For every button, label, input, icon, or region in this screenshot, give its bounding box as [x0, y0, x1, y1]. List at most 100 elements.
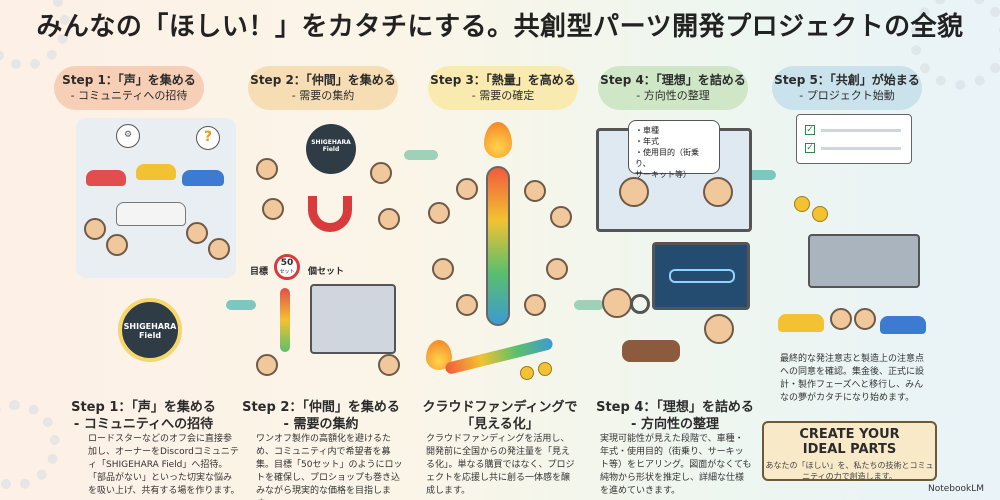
step-5-pill-title: Step 5：「共創」が始まる	[774, 73, 920, 87]
step-4-heading: Step 4：「理想」を詰める - 方向性の整理	[590, 399, 760, 433]
step-4-heading-line2: - 方向性の整理	[631, 417, 719, 432]
person-icon	[378, 208, 400, 230]
step-2-pill-title: Step 2：「仲間」を集める	[250, 73, 396, 87]
target-left-label: 目標	[250, 267, 269, 277]
brand-line-1: SHIGEHARA	[311, 139, 351, 146]
person-icon	[704, 314, 734, 344]
step-4-illustration: ・車種 ・年式 ・使用目的（街乗り、 サーキット等）	[594, 118, 756, 380]
part-blueprint-icon	[669, 269, 735, 283]
step-3-heading: クラウドファンディングで 「見える化」	[414, 399, 586, 433]
progress-gauge	[280, 288, 290, 352]
gear-icon	[0, 0, 70, 70]
step-1-heading: Step 1：「声」を集める - コミュニティへの招待	[56, 399, 231, 433]
banner-subtitle: あなたの「ほしい」を、私たちの技術とコミュニティの力で創造します。	[765, 461, 934, 481]
person-icon	[256, 354, 278, 376]
document-line	[821, 129, 901, 132]
person-icon	[456, 294, 478, 316]
step-1-illustration: ⚙ ?	[76, 118, 236, 278]
step-1-pill-title: Step 1：「声」を集める	[62, 73, 196, 87]
step-4-body: 実現可能性が見えた段階で、車種・年式・使用目的（街乗り、サーキット等）をヒアリン…	[600, 434, 752, 496]
brand-line-2: Field	[138, 331, 162, 340]
bubble-item: ・使用目的（街乗り、	[635, 148, 699, 168]
step-1-heading-line1: Step 1：「声」を集める	[71, 400, 216, 415]
bubble-item: サーキット等）	[635, 170, 691, 179]
step-3-pill: Step 3：「熱量」を高める - 需要の確定	[428, 66, 578, 110]
step-4-pill: Step 4：「理想」を詰める - 方向性の整理	[598, 66, 748, 110]
person-icon	[432, 258, 454, 280]
step-2-heading: Step 2：「仲間」を集める - 需要の集約	[236, 399, 406, 433]
shigehara-field-logo: SHIGEHARA Field	[118, 298, 182, 362]
target-count: 50	[280, 258, 294, 268]
cad-monitor	[652, 242, 750, 310]
car-icon	[116, 202, 186, 226]
step-1-pill: Step 1：「声」を集める - コミュニティへの招待	[54, 66, 204, 110]
magnifier-icon	[630, 294, 650, 314]
step-2-heading-line2: - 需要の集約	[283, 417, 359, 432]
car-icon	[136, 164, 176, 180]
person-icon	[830, 308, 852, 330]
step-2-pill-sub: - 需要の集約	[291, 89, 355, 102]
step-2-heading-line1: Step 2：「仲間」を集める	[242, 400, 400, 415]
step-3-pill-sub: - 需要の確定	[471, 89, 535, 102]
workshop-box	[310, 284, 396, 354]
factory-machine	[808, 234, 920, 288]
person-icon	[546, 258, 568, 280]
flow-arrow	[574, 300, 604, 310]
car-icon	[86, 170, 126, 186]
brand-line-1: SHIGEHARA	[123, 322, 177, 331]
person-icon	[456, 178, 478, 200]
create-your-ideal-parts-banner: CREATE YOUR IDEAL PARTS あなたの「ほしい」を、私たちの技…	[762, 421, 937, 481]
coin-icon	[520, 366, 534, 380]
question-icon: ?	[196, 126, 220, 150]
step-1-body: ロードスターなどのオフ会に直接参加し、オーナーをDiscordコミュニティ「SH…	[88, 434, 240, 496]
step-3-heading-line1: クラウドファンディングで	[422, 400, 578, 415]
document-line	[821, 147, 901, 150]
step-4-pill-title: Step 4：「理想」を詰める	[600, 73, 746, 87]
brand-line-2: Field	[322, 146, 340, 153]
person-icon	[854, 308, 876, 330]
step-4-pill-sub: - 方向性の整理	[636, 89, 710, 102]
flow-arrow	[404, 150, 438, 160]
step-3-pill-title: Step 3：「熱量」を高める	[430, 73, 576, 87]
person-icon	[602, 288, 632, 318]
page-title: みんなの「ほしい！」をカタチにする。共創型パーツ開発プロジェクトの全貌	[36, 12, 964, 42]
person-icon	[208, 238, 230, 260]
person-icon	[703, 177, 733, 207]
step-5-body: 最終的な発注意志と製造上の注意点への同意を確認。集金後、正式に設計・製作フェーズ…	[780, 354, 925, 403]
step-4-heading-line1: Step 4：「理想」を詰める	[596, 400, 754, 415]
person-icon	[256, 158, 278, 180]
person-icon	[370, 162, 392, 184]
banner-title-line1: CREATE YOUR	[799, 427, 900, 442]
thermometer-icon	[486, 166, 510, 326]
coin-icon	[538, 362, 552, 376]
step-5-illustration: ✓ ✓	[768, 110, 938, 350]
person-icon	[106, 234, 128, 256]
gear-icon	[0, 400, 60, 490]
hearing-bubble: ・車種 ・年式 ・使用目的（街乗り、 サーキット等）	[628, 120, 720, 179]
checkbox-icon: ✓	[805, 143, 815, 153]
person-icon	[378, 354, 400, 376]
step-3-body: クラウドファンディングを活用し、開発前に全国からの発注量を「見える化」。単なる購…	[426, 434, 575, 496]
person-icon	[262, 198, 284, 220]
checkbox-icon: ✓	[805, 125, 815, 135]
step-5-pill: Step 5：「共創」が始まる - プロジェクト始動	[772, 66, 922, 110]
bubble-item: ・車種	[635, 126, 659, 135]
step-3-illustration	[420, 118, 580, 388]
step-1-pill-sub: - コミュニティへの招待	[70, 89, 188, 102]
notebooklm-credit: NotebookLM	[927, 484, 984, 494]
person-icon	[428, 202, 450, 224]
step-1-heading-line2: - コミュニティへの招待	[73, 417, 214, 432]
car-icon	[182, 170, 224, 186]
step-5-pill-sub: - プロジェクト始動	[799, 89, 895, 102]
bubble-item: ・年式	[635, 137, 659, 146]
person-icon	[84, 218, 106, 240]
step-2-body: ワンオフ製作の高額化を避けるため、コミュニティ内で希望者を募集。目標「50セット…	[256, 434, 403, 500]
car-icon	[778, 314, 824, 332]
flow-arrow	[226, 300, 256, 310]
person-icon	[524, 294, 546, 316]
target-counter: 50 セット	[274, 254, 300, 280]
flow-arrow	[742, 170, 776, 180]
coin-icon	[812, 206, 828, 222]
person-icon	[550, 206, 572, 228]
target-right-label: 個セット	[308, 267, 345, 277]
